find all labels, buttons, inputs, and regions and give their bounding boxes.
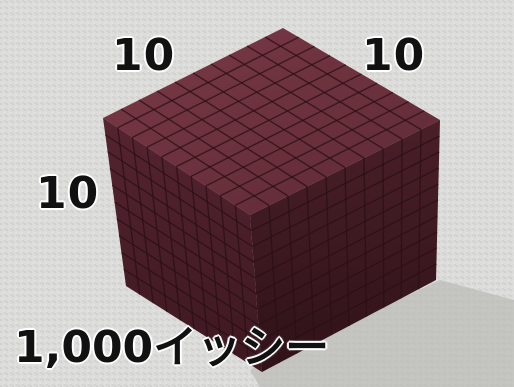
right-face-grid-line [401, 139, 402, 298]
right-face-grid-line [383, 149, 384, 308]
caption-thousand: 1,000イッシー [14, 326, 329, 370]
label-top-right-ten: 10 [362, 34, 425, 78]
label-left-ten: 10 [36, 172, 99, 216]
label-top-left-ten: 10 [112, 34, 175, 78]
